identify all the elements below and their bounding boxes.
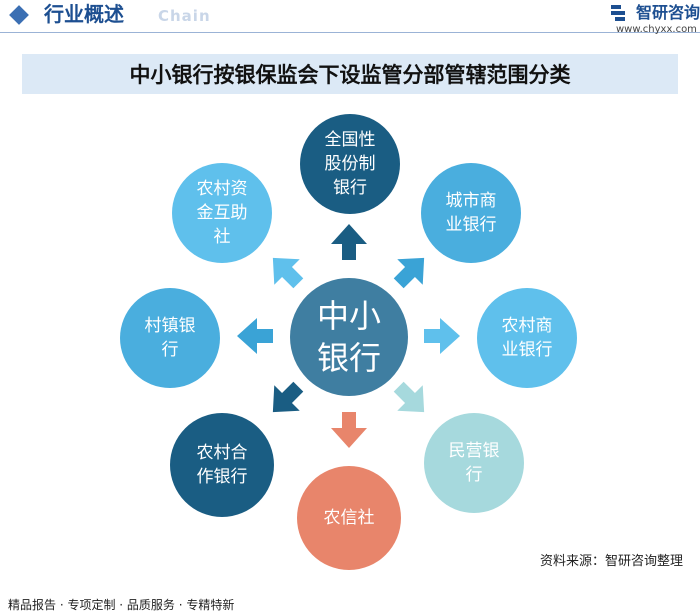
node-village-town-banks: 村镇银 行 <box>120 288 220 388</box>
brand-name: 智研咨询 <box>636 3 700 22</box>
footer-slogan: 精品报告 · 专项定制 · 品质服务 · 专精特新 <box>8 598 235 612</box>
diagram-title: 中小银行按银保监会下设监管分部管辖范围分类 <box>129 62 571 87</box>
arrow-up-right-icon <box>393 257 425 289</box>
source-note: 资料来源：智研咨询整理 <box>540 554 684 569</box>
brand-logo-icon <box>611 5 625 21</box>
node-rural-mutual-aid: 农村资 金互助 社 <box>172 163 272 263</box>
node-private-banks: 民营银 行 <box>424 413 524 513</box>
node-rural-cooperative-banks: 农村合 作银行 <box>170 413 274 517</box>
node-city-commercial-banks: 城市商 业银行 <box>421 163 521 263</box>
arrow-up-icon <box>331 224 367 260</box>
arrow-right-icon <box>424 318 460 354</box>
arrow-down-icon <box>331 412 367 448</box>
center-node-sme-banks: 中小 银行 <box>290 278 408 396</box>
arrow-down-left-icon <box>272 381 304 413</box>
footer-bar <box>0 590 700 616</box>
section-subtitle: Chain <box>158 7 211 25</box>
arrow-left-icon <box>237 318 273 354</box>
brand-url: www.chyxx.com <box>616 24 697 35</box>
node-rural-credit-coops: 农信社 <box>297 466 401 570</box>
header-divider <box>0 32 700 33</box>
section-title: 行业概述 <box>44 2 124 26</box>
node-joint-stock-banks: 全国性 股份制 银行 <box>300 114 400 214</box>
diagram-title-band: 中小银行按银保监会下设监管分部管辖范围分类 <box>22 54 678 94</box>
arrow-up-left-icon <box>272 257 304 289</box>
node-rural-commercial-banks: 农村商 业银行 <box>477 288 577 388</box>
arrow-down-right-icon <box>393 381 425 413</box>
